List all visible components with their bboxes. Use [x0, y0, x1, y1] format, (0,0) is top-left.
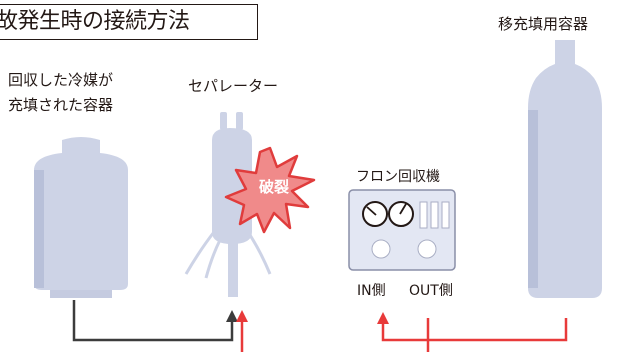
- separator-label: セパレーター: [188, 77, 279, 95]
- red-arrow-head-separator: [236, 310, 248, 322]
- burst-label: 破裂: [258, 178, 289, 196]
- black-connection-line: [72, 300, 234, 342]
- transfer-container-label: 移充填用容器: [498, 15, 589, 33]
- red-connection-line: [381, 318, 568, 342]
- recovered-container-label-line2: 充填された容器: [8, 96, 114, 114]
- transfer-container: [528, 40, 602, 298]
- recovery-machine-label: フロン回収機: [356, 169, 440, 185]
- in-side-label: IN側: [357, 283, 386, 299]
- red-arrow-head-in: [377, 312, 389, 324]
- recovered-container: [34, 137, 128, 298]
- page-title: 故発生時の接続方法: [0, 4, 258, 40]
- burst-mark: [224, 146, 316, 234]
- out-side-label: OUT側: [409, 283, 453, 299]
- recovered-container-label-line1: 回収した冷媒が: [8, 71, 114, 89]
- black-arrow-head: [226, 310, 238, 322]
- recovery-machine: [348, 189, 456, 271]
